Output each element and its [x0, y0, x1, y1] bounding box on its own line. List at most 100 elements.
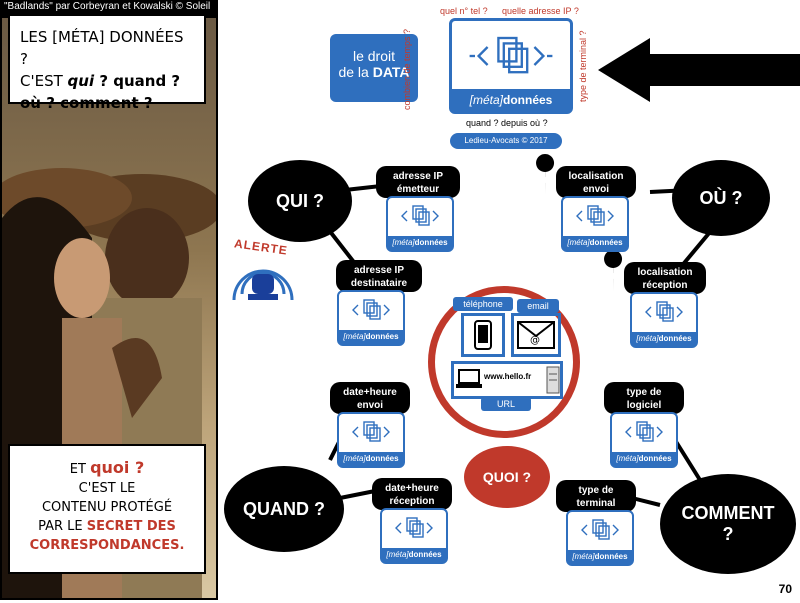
ou-node: OÙ ? [672, 160, 770, 236]
url-label: URL [481, 397, 531, 411]
card-caption: [méta]données [612, 452, 676, 466]
caption-meta: [méta] [392, 238, 415, 247]
label-quel-tel: quel n° tel ? [440, 6, 488, 16]
bubble-emphasis-qui: qui [67, 72, 95, 90]
droit-data-emphasis: DATA [372, 64, 410, 80]
smartphone-icon [474, 320, 492, 350]
metadata-icon [645, 301, 683, 322]
label-combien-temps: combien de temps ? [402, 28, 412, 110]
server-icon [546, 366, 560, 394]
alerte-siren-icon [232, 269, 294, 301]
svg-text:@: @ [530, 335, 540, 346]
caption-donnees: données [365, 454, 399, 463]
comment-question: ? [722, 524, 734, 544]
bubble-line-4: PAR LE SECRET DES [18, 517, 196, 536]
url-frame: www.hello.fr [451, 361, 563, 399]
metadata-icon [469, 36, 553, 74]
telephone-frame [461, 313, 505, 357]
caption-donnees: données [594, 552, 628, 561]
bubble-line-2: C'EST qui ? quand ? [20, 70, 196, 92]
metadata-icon [625, 421, 663, 442]
card-type-terminal: [méta]données [566, 510, 634, 566]
metadata-icon [401, 205, 439, 226]
laptop-icon [456, 369, 482, 388]
card-caption: [méta]données [568, 550, 632, 564]
caption-meta: [méta] [386, 550, 409, 559]
quand-node: QUAND ? [224, 466, 344, 552]
card-ip-emetteur: [méta]données [386, 196, 454, 252]
comment-text: COMMENT [681, 503, 775, 523]
comic-panel: "Badlands" par Corbeyran et Kowalski © S… [0, 0, 222, 600]
caption-meta: [méta] [572, 552, 595, 561]
bubble-line-5: CORRESPONDANCES. [29, 538, 185, 553]
main-metadata-caption: [méta]données [452, 89, 570, 111]
bubble-text: ? quand ? [94, 72, 181, 90]
caption-donnees: données [365, 332, 399, 341]
card-dh-envoi: [méta]données [337, 412, 405, 468]
quoi-circle: téléphone email @ www.hello.fr URL [428, 286, 580, 438]
pill-ip-emetteur: adresse IP émetteur [376, 166, 460, 198]
caption-meta: [méta] [343, 332, 366, 341]
caption-meta: [méta] [616, 454, 639, 463]
label-type-terminal: type de terminal ? [578, 30, 588, 102]
card-caption: [méta]données [339, 452, 403, 466]
card-caption: [méta]données [339, 330, 403, 344]
bubble-emphasis-quoi: quoi ? [90, 458, 145, 477]
bubble-line-1: LES [MÉTA] DONNÉES ? [20, 28, 184, 68]
card-loc-envoi: [méta]données [561, 196, 629, 252]
bubble-text: PAR LE [38, 519, 87, 534]
bubble-emphasis-secret: SECRET DES [86, 519, 176, 534]
metadata-icon [395, 517, 433, 538]
qui-node: QUI ? [248, 160, 352, 242]
caption-meta: [méta] [567, 238, 590, 247]
droit-data-text: de la [338, 64, 373, 80]
pill-dh-reception: date+heure réception [372, 478, 452, 510]
card-caption: [méta]données [388, 236, 452, 250]
comic-credit: "Badlands" par Corbeyran et Kowalski © S… [4, 1, 211, 12]
metadata-icon [576, 205, 614, 226]
quoi-node: QUOI ? [464, 446, 550, 508]
telephone-label: téléphone [453, 297, 513, 311]
card-caption: [méta]données [382, 548, 446, 562]
metadata-icon [352, 299, 390, 320]
email-frame: @ [511, 313, 561, 357]
metadata-icon [581, 519, 619, 540]
comment-node: COMMENT? [660, 474, 796, 574]
pill-type-terminal: type de terminal [556, 480, 636, 512]
caption-meta: [méta] [636, 334, 659, 343]
card-caption: [méta]données [563, 236, 627, 250]
card-type-logiciel: [méta]données [610, 412, 678, 468]
caption-meta: [méta] [469, 93, 503, 107]
bubble-line-2: C'EST LE [78, 481, 136, 496]
caption-donnees: données [589, 238, 623, 247]
card-dh-reception: [méta]données [380, 508, 448, 564]
pill-ip-destinataire: adresse IP destinataire [336, 260, 422, 292]
metadata-icon [352, 421, 390, 442]
bubble-line-3: où ? comment ? [20, 94, 153, 112]
pill-loc-envoi: localisation envoi [556, 166, 636, 198]
bubble-line-1: ET quoi ? [18, 458, 196, 479]
caption-donnees: données [408, 550, 442, 559]
bottom-speech-bubble: ET quoi ? C'EST LE CONTENU PROTÉGÉ PAR L… [8, 444, 206, 574]
caption-donnees: données [638, 454, 672, 463]
card-caption: [méta]données [632, 332, 696, 346]
card-ip-destinataire: [méta]données [337, 290, 405, 346]
pill-type-logiciel: type de logiciel [604, 382, 684, 414]
url-text: www.hello.fr [484, 372, 532, 381]
droit-data-line-1: le droit [352, 48, 396, 64]
label-quelle-ip: quelle adresse IP ? [502, 6, 579, 16]
page-number: 70 [778, 582, 792, 596]
email-label: email [517, 299, 559, 313]
bubble-text: C'EST [20, 72, 68, 90]
droit-data-line-2: de la DATA [330, 64, 418, 80]
copyright-badge: Ledieu-Avocats © 2017 [450, 133, 562, 149]
caption-donnees: données [503, 93, 553, 107]
bubble-line-3: CONTENU PROTÉGÉ [41, 500, 173, 515]
top-speech-bubble: LES [MÉTA] DONNÉES ? C'EST qui ? quand ?… [8, 14, 206, 112]
caption-donnees: données [658, 334, 692, 343]
pill-loc-reception: localisation réception [624, 262, 706, 294]
droit-data-box: le droit de la DATA [330, 34, 418, 102]
label-quand-depuis: quand ? depuis où ? [466, 118, 548, 128]
bubble-text: ET [69, 462, 91, 477]
